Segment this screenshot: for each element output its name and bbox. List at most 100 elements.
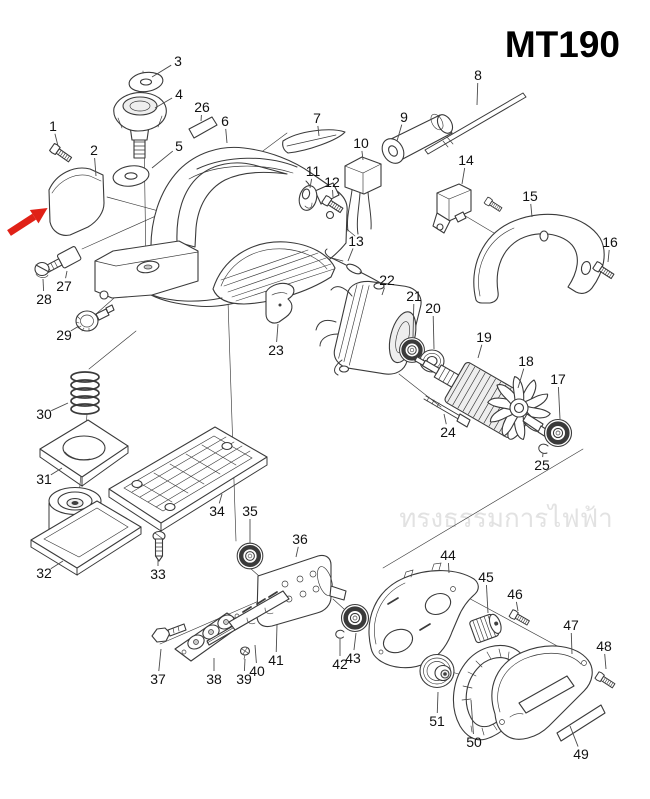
pointer-arrow (5, 201, 52, 239)
leader-line-17 (558, 387, 560, 419)
part-number-45: 45 (478, 569, 494, 585)
part-number-4: 4 (175, 86, 183, 102)
leader-line-14 (462, 168, 465, 184)
part-number-10: 10 (353, 135, 369, 151)
part-28-slotted-screw (35, 263, 49, 278)
part-29-thumb-screw (76, 305, 114, 331)
part-43-ball-bearing (342, 605, 369, 632)
part-number-8: 8 (474, 67, 482, 83)
leader-line-51 (437, 692, 438, 713)
part-number-17: 17 (550, 371, 566, 387)
part-number-1: 1 (49, 118, 57, 134)
part-number-32: 32 (36, 565, 52, 581)
part-35-ball-bearing (237, 543, 263, 569)
leader-line-24 (444, 414, 446, 424)
part-30-compression-spring (71, 372, 99, 414)
part-32-base-with-boss (31, 488, 141, 576)
leader-line-15 (531, 204, 532, 217)
leader-line-19 (478, 345, 482, 358)
part-42-o-ring (336, 630, 344, 638)
part-number-48: 48 (596, 638, 612, 654)
part-number-14: 14 (458, 152, 474, 168)
model-title: MT190 (505, 24, 620, 65)
part-number-12: 12 (324, 174, 340, 190)
part-number-19: 19 (476, 329, 492, 345)
shop-watermark: ทรงธรรมการไฟฟ้า (399, 503, 613, 533)
part-9-roller (378, 112, 456, 167)
part-number-20: 20 (425, 300, 441, 316)
part-number-16: 16 (602, 234, 618, 250)
part-2-chip-deflector (49, 168, 104, 235)
part-number-5: 5 (175, 138, 183, 154)
leader-line-6 (226, 129, 227, 143)
leader-line-39 (244, 659, 245, 671)
part-number-3: 3 (174, 53, 182, 69)
part-number-49: 49 (573, 746, 589, 762)
part-25-stop-ring (539, 444, 548, 453)
leader-line-45 (486, 585, 488, 613)
leader-line-3 (152, 65, 171, 77)
leader-line-37 (159, 649, 161, 671)
part-number-9: 9 (400, 109, 408, 125)
part-number-2: 2 (90, 142, 98, 158)
leader-line-29 (71, 326, 79, 331)
part-number-24: 24 (440, 424, 456, 440)
leader-line-44 (448, 563, 449, 573)
part-number-27: 27 (56, 278, 72, 294)
part-number-51: 51 (429, 713, 445, 729)
part-23-lock-lever (266, 283, 294, 323)
part-number-23: 23 (268, 342, 284, 358)
part-number-7: 7 (313, 110, 321, 126)
part-number-11: 11 (306, 163, 321, 179)
part-number-13: 13 (348, 233, 364, 249)
part-51-pulley (420, 655, 454, 688)
part-number-18: 18 (518, 353, 534, 369)
part-number-35: 35 (242, 503, 258, 519)
leader-line-13 (348, 248, 353, 261)
leader-line-36 (296, 547, 298, 557)
part-number-37: 37 (150, 671, 166, 687)
part-number-31: 31 (36, 471, 52, 487)
part-1-screw (49, 143, 73, 163)
leader-line-46 (516, 602, 518, 611)
part-17-ball-bearing (545, 420, 572, 447)
part-14-switch (433, 184, 503, 233)
leader-line-48 (605, 654, 606, 669)
part-number-47: 47 (563, 617, 579, 633)
part-number-28: 28 (36, 291, 52, 307)
leader-line-28 (43, 279, 44, 291)
part-4-knob (114, 93, 167, 158)
leader-line-30 (51, 403, 68, 411)
part-46-screw (509, 609, 530, 626)
part-39-screw (241, 647, 250, 659)
part-31-spring-seat-plate (40, 420, 128, 486)
part-number-30: 30 (36, 406, 52, 422)
part-number-34: 34 (209, 503, 225, 519)
part-15-rear-handle (474, 214, 604, 303)
part-44-end-plate (369, 563, 478, 668)
leader-line-8 (477, 83, 478, 105)
leader-line-34 (219, 494, 222, 503)
leader-line-20 (433, 316, 434, 349)
part-number-36: 36 (292, 531, 308, 547)
leader-line-40 (255, 645, 256, 663)
part-number-38: 38 (206, 671, 222, 687)
part-number-21: 21 (406, 288, 422, 304)
part-10-capacitor-box (345, 157, 381, 234)
part-number-41: 41 (268, 652, 284, 668)
leader-line-41 (276, 625, 277, 652)
part-number-40: 40 (249, 663, 265, 679)
part-number-29: 29 (56, 327, 72, 343)
part-number-25: 25 (534, 457, 550, 473)
part-number-6: 6 (221, 113, 229, 129)
part-number-44: 44 (440, 547, 456, 563)
part-36-cutter-drum (257, 555, 346, 626)
part-number-46: 46 (507, 586, 523, 602)
leader-line-16 (608, 250, 609, 262)
part-number-26: 26 (194, 99, 210, 115)
leader-line-43 (354, 633, 356, 650)
leader-line-5 (152, 151, 173, 168)
part-33-screw (153, 532, 165, 562)
part-number-15: 15 (522, 188, 538, 204)
